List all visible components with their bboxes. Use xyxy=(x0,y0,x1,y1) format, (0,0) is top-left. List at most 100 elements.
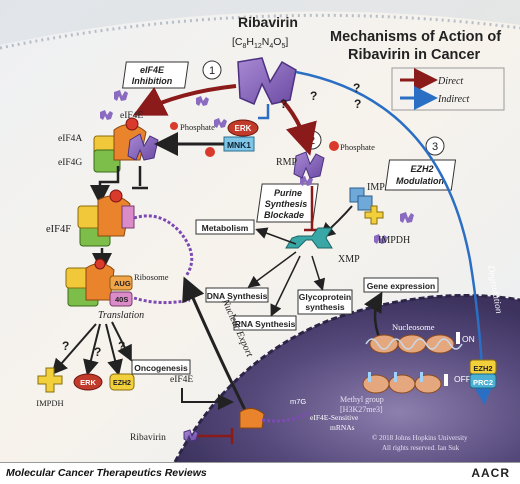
copyright-line1: © 2018 Johns Hopkins University xyxy=(372,434,468,442)
xmp-to-metabolism-arrow xyxy=(255,227,297,245)
methyl-label-2: [H3K27me3] xyxy=(340,405,383,414)
question-mark: ? xyxy=(62,339,69,353)
direct-arrow-rmp xyxy=(280,98,317,156)
nuclear-envelope xyxy=(173,294,520,463)
mechanism-3-number: 3 xyxy=(432,141,438,153)
membrane-line xyxy=(0,13,520,50)
question-mark: ? xyxy=(353,81,360,95)
mrna-label-1: eIF4E-Sensitive xyxy=(310,413,359,422)
rmp-shape xyxy=(293,151,325,179)
glyco-label-2: synthesis xyxy=(305,302,344,312)
phosphate-label-2: Phosphate xyxy=(340,142,375,152)
ribavirin-bottom-shape xyxy=(183,429,199,442)
translation-label: Translation xyxy=(98,310,144,321)
on-label: ON xyxy=(462,334,475,344)
journal-name: Molecular Cancer Therapeutics Reviews xyxy=(6,467,207,479)
phosphate-dot xyxy=(329,141,339,151)
mrna-label-2: mRNAs xyxy=(330,423,355,432)
translation-complex xyxy=(65,258,133,307)
eif4e-bottom-shape xyxy=(239,408,265,429)
legend-indirect-label: Indirect xyxy=(437,94,470,105)
membrane-band xyxy=(0,0,520,45)
to-erk-arrow xyxy=(83,323,101,376)
eif4f-complex-mid xyxy=(77,189,135,247)
rna-box xyxy=(233,315,297,331)
xmp-label: XMP xyxy=(338,254,360,265)
mechanism-3-line2: Modulation xyxy=(396,176,444,186)
metabolism-box xyxy=(195,219,255,235)
aug-label: AUG xyxy=(114,279,131,288)
to-ezh2-arrow xyxy=(105,323,123,376)
erk-small-label: ERK xyxy=(80,378,96,387)
indirect-inhibit-erk xyxy=(258,104,270,120)
impdh-small-shape xyxy=(37,367,63,393)
ribavirin-molecule xyxy=(237,57,297,105)
mechanism-3-box: EZH2 Modulation xyxy=(384,159,457,191)
phosphate-label-1: Phosphate xyxy=(180,122,215,132)
off-marker xyxy=(444,374,448,386)
on-marker xyxy=(456,332,460,344)
drug-formula: [C8H12N4O5] xyxy=(232,36,288,50)
rna-label: RNA Synthesis xyxy=(235,319,296,329)
mechanism-2-box: Purine Synthesis Blockade xyxy=(256,183,319,223)
mrna-strand xyxy=(133,214,194,277)
gene-expression-label: Gene expression xyxy=(367,281,436,291)
m7g-label: m7G xyxy=(290,397,306,406)
oncogenesis-label: Oncogenesis xyxy=(134,363,188,373)
question-mark: ? xyxy=(280,97,287,111)
mechanism-1-line1: eIF4E xyxy=(140,65,165,75)
nucleosome-on xyxy=(365,334,463,354)
phosphate-dot xyxy=(205,147,215,157)
xmp-to-glyco-arrow xyxy=(311,255,326,291)
eif4e-bottom-label: eIF4E xyxy=(170,375,193,385)
mechanism-2-line1: Purine xyxy=(274,188,302,198)
dna-box xyxy=(205,287,269,303)
impdh-label: IMPDH xyxy=(378,235,410,246)
eif4a-label: eIF4A xyxy=(58,134,82,144)
impdh-small-label: IMPDH xyxy=(36,398,63,408)
to-eif4f-arrow xyxy=(90,166,120,205)
mechanism-diagram: Mechanisms of Action of Ribavirin in Can… xyxy=(0,0,520,463)
mechanism-1-number-circle xyxy=(202,60,222,80)
ezh2-label: EZH2 xyxy=(473,364,492,373)
mechanism-2-line2: Synthesis xyxy=(265,199,308,209)
nucleosome-label: Nucleosome xyxy=(392,322,435,332)
dna-label: DNA Synthesis xyxy=(207,291,268,301)
erk-shape xyxy=(227,119,259,137)
metabolism-label: Metabolism xyxy=(202,223,249,233)
indirect-arrow-ezh2 xyxy=(295,70,494,405)
eif4e-to-nucleus-arrow xyxy=(181,388,234,410)
mechanism-3-number-circle xyxy=(425,136,445,156)
mechanism-2-line3: Blockade xyxy=(264,210,304,220)
title-line1: Mechanisms of Action of xyxy=(330,29,501,45)
mechanism-3-line1: EZH2 xyxy=(410,164,433,174)
mnk1-label: MNK1 xyxy=(227,140,251,150)
oncogenesis-box xyxy=(131,359,191,375)
methyl-label-1: Methyl group xyxy=(340,395,384,404)
imp-label: IMP xyxy=(367,182,385,193)
erk-label: ERK xyxy=(235,124,252,133)
mechanism-1-box: eIF4E Inhibition xyxy=(122,61,189,89)
eif4f-label: eIF4F xyxy=(46,224,71,235)
question-mark: ? xyxy=(94,345,101,359)
eif4f-complex-upper xyxy=(93,117,159,173)
ribosome-label: Ribosome xyxy=(134,272,169,282)
phosphate-dot xyxy=(170,122,178,130)
off-label: OFF xyxy=(454,374,471,384)
prc2-label: PRC2 xyxy=(473,378,493,387)
drug-name: Ribavirin xyxy=(238,14,298,30)
question-mark: ? xyxy=(354,97,361,111)
eif4e-label: eIF4E xyxy=(120,111,143,121)
direct-arrow-eif4e xyxy=(132,84,237,116)
xmp-to-dna-arrow xyxy=(247,251,297,288)
glyco-label-1: Glycoprotein xyxy=(299,292,351,302)
eif4g-label: eIF4G xyxy=(58,158,82,168)
legend-direct-label: Direct xyxy=(437,76,463,87)
question-mark: ? xyxy=(310,89,317,103)
xmp-shape xyxy=(285,227,333,249)
ezh2-small-shape xyxy=(109,373,135,391)
nuclear-export-arrow xyxy=(182,276,252,421)
40s-label: 40S xyxy=(115,295,128,304)
ribavirin-bottom-label: Ribavirin xyxy=(130,433,166,443)
